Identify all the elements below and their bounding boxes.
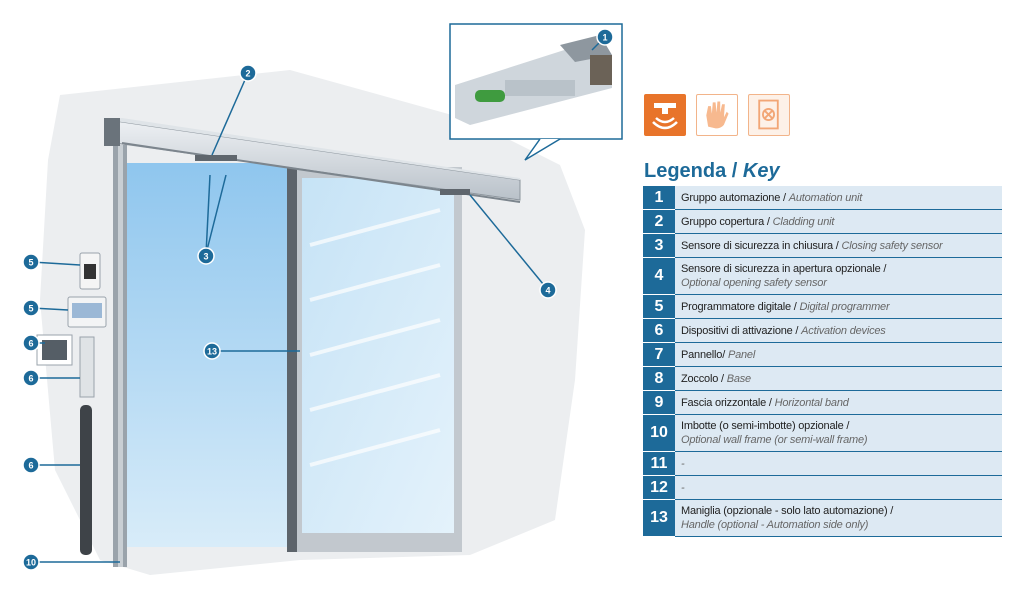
callout-2: 2	[239, 64, 257, 82]
legend-english: Optional opening safety sensor	[681, 277, 827, 289]
callout-10: 10	[22, 553, 40, 571]
legend-number: 9	[643, 391, 675, 415]
legend-row: 12-	[643, 476, 1002, 500]
legend-italian: Maniglia (opzionale - solo lato automazi…	[681, 505, 894, 517]
legend-text: Zoccolo / Base	[675, 367, 1002, 390]
legend-number: 2	[643, 210, 675, 234]
legend-italian: Imbotte (o semi-imbotte) opzionale /	[681, 420, 850, 432]
legend-italian: Programmatore digitale /	[681, 300, 797, 313]
legend-italian: Gruppo copertura /	[681, 215, 770, 228]
svg-text:6: 6	[28, 461, 33, 471]
legend-english: Base	[726, 372, 751, 385]
svg-text:6: 6	[28, 374, 33, 384]
legend-text: Imbotte (o semi-imbotte) opzionale / Opt…	[675, 415, 1002, 451]
legend-text: Gruppo automazione / Automation unit	[675, 186, 1002, 209]
hand-icon	[696, 94, 738, 136]
legend-english: Cladding unit	[772, 215, 835, 228]
svg-text:10: 10	[26, 558, 36, 568]
legend-text: -	[675, 476, 1002, 499]
legend-number: 3	[643, 234, 675, 258]
legend-number: 7	[643, 343, 675, 367]
legend-row: 13 Maniglia (opzionale - solo lato automa…	[643, 500, 1002, 537]
long-switch	[80, 405, 92, 555]
legend-english: Automation unit	[788, 191, 863, 204]
legend-italian: Dispositivi di attivazione /	[681, 324, 799, 337]
legend-number: 11	[643, 452, 675, 476]
legend-italian: Sensore di sicurezza in chiusura /	[681, 239, 839, 252]
legend-number: 8	[643, 367, 675, 391]
sensor-4	[440, 189, 470, 195]
callout-6c: 6	[22, 456, 40, 474]
legend-text: Dispositivi di attivazione / Activation …	[675, 319, 1002, 342]
legend-title: Legenda / Key	[644, 160, 780, 182]
sensor-plate	[79, 336, 95, 398]
sensor-3	[195, 155, 237, 161]
legend-english: Digital programmer	[799, 300, 890, 313]
legend-number: 4	[643, 258, 675, 295]
legend-italian: Gruppo automazione /	[681, 191, 786, 204]
legend-text: Pannello/ Panel	[675, 343, 1002, 366]
svg-text:2: 2	[245, 69, 250, 79]
door-switch-icon	[748, 94, 790, 136]
callout-5b: 5	[22, 299, 40, 317]
legend-english: Closing safety sensor	[841, 239, 943, 252]
legend-italian: Pannello/	[681, 348, 726, 361]
legend-italian: Zoccolo /	[681, 372, 724, 385]
legend-text: Gruppo copertura / Cladding unit	[675, 210, 1002, 233]
legend-english: Activation devices	[801, 324, 886, 337]
legend-text: Sensore di sicurezza in apertura opziona…	[675, 258, 1002, 294]
svg-text:6: 6	[28, 339, 33, 349]
callout-4: 4	[539, 281, 557, 299]
svg-text:3: 3	[203, 252, 208, 262]
legend-text: Maniglia (opzionale - solo lato automazi…	[675, 500, 1002, 536]
sensor-icon	[644, 94, 686, 136]
sliding-glass	[302, 178, 454, 533]
svg-text:1: 1	[602, 33, 607, 43]
callout-3: 3	[197, 247, 215, 265]
feature-icons	[644, 94, 790, 136]
legend-text: Sensore di sicurezza in chiusura / Closi…	[675, 234, 1002, 257]
legend-number: 1	[643, 186, 675, 210]
legend-number: 10	[643, 415, 675, 452]
legend-row: 4 Sensore di sicurezza in apertura opzion…	[643, 258, 1002, 295]
legend-italian: Sensore di sicurezza in apertura opziona…	[681, 263, 887, 275]
svg-text:5: 5	[28, 304, 33, 314]
legend-text: -	[675, 452, 1002, 475]
svg-text:4: 4	[545, 286, 550, 296]
legend-number: 13	[643, 500, 675, 537]
legend-english: Handle (optional - Automation side only)	[681, 519, 869, 531]
callout-5a: 5	[22, 253, 40, 271]
callout-13: 13	[203, 342, 221, 360]
legend-number: 12	[643, 476, 675, 500]
legend-english: Panel	[727, 348, 756, 361]
callout-1: 1	[596, 28, 614, 46]
legend-text: Programmatore digitale / Digital program…	[675, 295, 1002, 318]
svg-text:5: 5	[28, 258, 33, 268]
callout-6a: 6	[22, 334, 40, 352]
callout-6b: 6	[22, 369, 40, 387]
legend-number: 6	[643, 319, 675, 343]
legend-english: Horizontal band	[774, 396, 849, 409]
legend-row: 11-	[643, 452, 1002, 476]
legend-number: 5	[643, 295, 675, 319]
legend-english: Optional wall frame (or semi-wall frame)	[681, 434, 868, 446]
legend-english: -	[681, 481, 685, 494]
legend-italian: Fascia orizzontale /	[681, 396, 772, 409]
legend-english: -	[681, 457, 685, 470]
legend-text: Fascia orizzontale / Horizontal band	[675, 391, 1002, 414]
svg-text:13: 13	[207, 347, 217, 357]
